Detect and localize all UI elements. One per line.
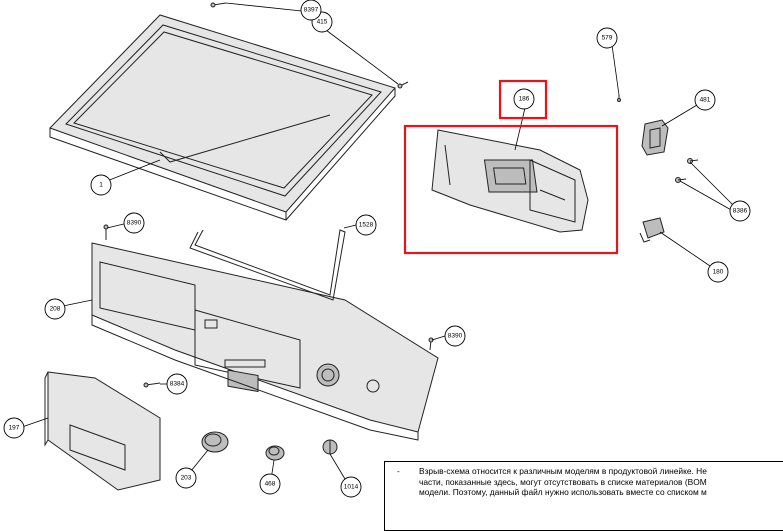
svg-text:8397: 8397 bbox=[304, 7, 319, 14]
part-579-pin bbox=[617, 95, 621, 102]
callout-186: 186 bbox=[513, 88, 535, 110]
callout-1: 1 bbox=[90, 174, 112, 196]
svg-text:8390: 8390 bbox=[127, 220, 142, 227]
disclaimer-note: - Взрыв-схема относится к различным моде… bbox=[384, 461, 783, 531]
knob-203 bbox=[201, 431, 229, 453]
callout-1528: 1528 bbox=[355, 214, 377, 236]
control-board-part bbox=[431, 129, 589, 233]
part-481-switch bbox=[641, 119, 669, 156]
callout-186-highlight bbox=[498, 79, 548, 120]
svg-text:1014: 1014 bbox=[344, 484, 359, 491]
lid-part bbox=[49, 14, 396, 221]
callout-1014: 1014 bbox=[340, 476, 362, 498]
callout-579: 579 bbox=[596, 27, 618, 49]
note-line-2: части, показанные здесь, могут отсутство… bbox=[419, 476, 707, 487]
svg-text:1528: 1528 bbox=[359, 222, 374, 229]
screw-8397-a bbox=[210, 2, 227, 8]
leader-lines bbox=[21, 2, 734, 485]
svg-text:1: 1 bbox=[99, 182, 103, 189]
callout-468: 468 bbox=[259, 473, 281, 495]
callout-8386: 8386 bbox=[729, 200, 751, 222]
svg-text:203: 203 bbox=[181, 475, 192, 482]
callout-203: 203 bbox=[175, 467, 197, 489]
svg-text:8390: 8390 bbox=[448, 333, 463, 340]
screw-8384 bbox=[143, 382, 161, 388]
callout-197: 197 bbox=[3, 417, 25, 439]
drawer-front-part bbox=[44, 371, 161, 491]
wire-1528 bbox=[189, 229, 346, 301]
callout-8397: 8397 bbox=[300, 0, 322, 21]
note-line-3: модели. Поэтому, данный файл нужно испол… bbox=[419, 487, 707, 497]
note-line-1: Взрыв-схема относится к различным моделя… bbox=[419, 466, 707, 476]
callout-208: 208 bbox=[44, 298, 66, 320]
callout-481: 481 bbox=[694, 89, 716, 111]
svg-text:208: 208 bbox=[50, 306, 61, 313]
screw-8397-b bbox=[397, 81, 409, 89]
svg-text:468: 468 bbox=[265, 481, 276, 488]
callout-180: 180 bbox=[707, 261, 729, 283]
exploded-parts-diagram: 1 415 8397 579 186 481 8386 180 8390 152… bbox=[3, 0, 751, 498]
svg-text:180: 180 bbox=[713, 269, 724, 276]
callout-8384: 8384 bbox=[166, 373, 188, 395]
callout-8390-right: 8390 bbox=[444, 325, 466, 347]
knob-468 bbox=[265, 445, 285, 461]
svg-text:197: 197 bbox=[9, 425, 20, 432]
part-180-connector bbox=[639, 217, 665, 243]
svg-text:415: 415 bbox=[317, 19, 328, 26]
screw-8390-a bbox=[103, 224, 109, 240]
knob-1014 bbox=[322, 439, 338, 455]
svg-text:186: 186 bbox=[519, 96, 530, 103]
part-8386-screws bbox=[675, 158, 699, 183]
svg-text:579: 579 bbox=[602, 35, 613, 42]
svg-text:481: 481 bbox=[700, 97, 711, 104]
svg-text:8386: 8386 bbox=[733, 208, 748, 215]
control-panel-part bbox=[91, 242, 439, 441]
note-bullet: - bbox=[397, 466, 400, 476]
callout-8390-top: 8390 bbox=[123, 212, 145, 234]
control-board-highlight bbox=[403, 124, 619, 255]
svg-text:8384: 8384 bbox=[170, 381, 185, 388]
